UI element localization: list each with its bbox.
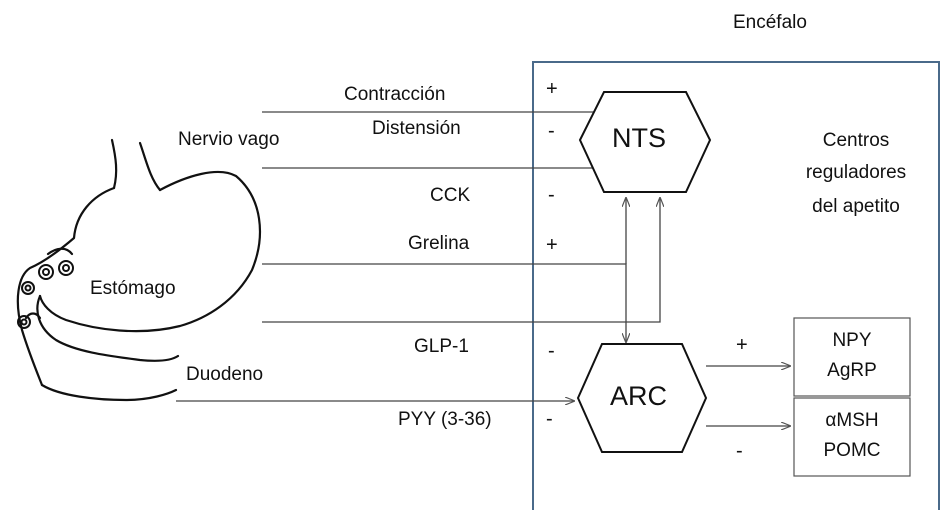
pomc-text: POMC xyxy=(823,440,881,461)
sign-cck: - xyxy=(548,184,555,206)
sign-pyy: - xyxy=(546,408,553,430)
brain-title: Encéfalo xyxy=(733,12,807,33)
brain-box xyxy=(532,61,940,510)
sign-msh: - xyxy=(736,440,743,462)
duodenum-label: Duodeno xyxy=(186,364,264,385)
nts-hexagon xyxy=(578,91,712,193)
sign-contraction: + xyxy=(546,78,558,100)
npy-box xyxy=(793,317,911,397)
nts-label: NTS xyxy=(612,123,666,153)
centers-line-3: del apetito xyxy=(812,196,900,217)
sign-distension: - xyxy=(548,120,555,142)
agrp-text: AgRP xyxy=(827,360,877,381)
stomach-label: Estómago xyxy=(90,278,176,299)
vagus-label: Nervio vago xyxy=(178,129,280,150)
glp1-path xyxy=(262,198,660,323)
msh-text: αMSH xyxy=(825,410,879,431)
signal-ghrelin: Grelina xyxy=(408,233,470,254)
signal-cck: CCK xyxy=(430,185,471,206)
signal-pyy: PYY (3-36) xyxy=(398,409,492,430)
signal-glp1: GLP-1 xyxy=(414,336,469,357)
arc-hexagon xyxy=(576,343,708,453)
centers-line-2: reguladores xyxy=(805,162,907,183)
stomach-drawing xyxy=(16,138,262,402)
sign-glp1: - xyxy=(548,340,555,362)
signal-contraction: Contracción xyxy=(344,84,446,105)
arc-label: ARC xyxy=(610,381,668,411)
npy-text: NPY xyxy=(832,330,872,351)
centers-line-1: Centros xyxy=(822,130,890,151)
ghrelin-path xyxy=(262,263,626,342)
sign-ghrelin: + xyxy=(546,234,558,256)
stomach-cells xyxy=(17,260,74,329)
sign-npy: + xyxy=(736,334,748,356)
msh-box xyxy=(793,397,911,477)
signal-distension: Distensión xyxy=(372,118,461,139)
